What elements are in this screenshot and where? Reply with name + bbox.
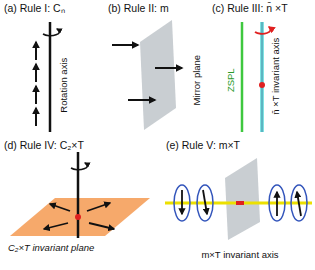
precession-orbit: [197, 185, 213, 221]
mirror-plane: [140, 20, 176, 130]
zspl-line: [241, 22, 244, 132]
invariant-axis-core: [262, 22, 263, 132]
panel-title: (e) Rule V: m×T: [166, 140, 240, 152]
mirror-plane: [225, 158, 260, 240]
moment-arrow: [35, 86, 37, 104]
moment-arrow: [89, 223, 114, 229]
moment-arrow: [35, 64, 37, 82]
axis-label: m×T invariant axis: [201, 250, 278, 260]
moment-arrow: [276, 192, 278, 216]
rotation-axis: [77, 152, 80, 238]
inversion-center: [75, 214, 81, 220]
moment-arrow: [44, 223, 68, 229]
axis-label: Rotation axis: [59, 58, 69, 113]
moment-arrow: [203, 190, 207, 214]
axis-marker: [236, 201, 244, 205]
panel-title: (d) Rule IV: C₂×T: [4, 140, 84, 152]
moment-arrow: [297, 192, 301, 216]
axis-label: n̄ ×T invariant axis: [272, 37, 282, 114]
invariant-axis: [260, 22, 264, 132]
rotation-axis: [49, 22, 52, 132]
invariant-plane: [10, 198, 150, 236]
plane-label: C₂×T invariant plane: [8, 243, 94, 253]
panel-title: (c) Rule III: n̄ ×T: [212, 3, 288, 15]
moment-arrow: [50, 204, 70, 211]
plane-label: Mirror plane: [192, 55, 202, 106]
rotation-arrow: [71, 163, 87, 170]
rotation-arrow: [255, 27, 271, 34]
inversion-center: [259, 82, 265, 88]
precession-orbit: [291, 185, 307, 221]
invariant-axis: [165, 202, 312, 205]
moment-arrow: [35, 108, 37, 126]
rotation-arrow: [43, 29, 59, 36]
panel-title: (b) Rule II: m: [108, 3, 169, 15]
moment-arrow: [181, 190, 183, 214]
moment-arrow: [112, 44, 138, 46]
precession-orbit: [174, 185, 190, 221]
moment-arrow: [35, 42, 37, 60]
precession-orbit: [269, 185, 285, 221]
moment-arrow: [155, 67, 182, 69]
line-label: ZSPL: [226, 68, 236, 92]
moment-arrow: [128, 99, 155, 101]
panel-title: (a) Rule I: Cₙ: [4, 3, 65, 15]
moment-arrow: [87, 203, 110, 211]
